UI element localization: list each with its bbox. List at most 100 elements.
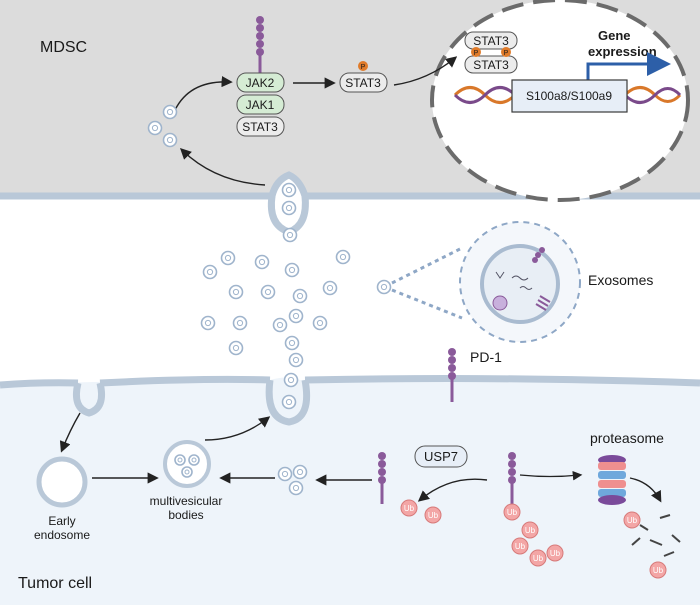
- multivesicular-label-2: bodies: [168, 508, 203, 522]
- gene-expression-label-1: Gene: [598, 28, 631, 43]
- svg-text:Ub: Ub: [627, 516, 638, 525]
- mvb-intraluminal-vesicle: [181, 466, 193, 478]
- tumor-membrane: [0, 375, 700, 389]
- stat3-box: [236, 116, 285, 137]
- multivesicular-label-1: multivesicular: [150, 494, 223, 508]
- dna-helix: [453, 86, 682, 104]
- mvb-intraluminal-vesicle: [174, 454, 186, 466]
- exosome-vesicle: [312, 315, 328, 331]
- exosome-surface-receptor: [532, 247, 545, 263]
- early-endosome: [36, 456, 88, 508]
- exosome-vesicle: [220, 250, 236, 266]
- arrow-vesicles-to-receptor: [174, 75, 233, 111]
- tumor-cell-label: Tumor cell: [18, 575, 92, 592]
- exosome-tetraspanin: [535, 295, 551, 311]
- exosome-vesicle: [202, 264, 218, 280]
- exosome-protein-icon: [492, 295, 508, 311]
- proteasome: [598, 455, 626, 505]
- exosome-vesicle: [162, 104, 178, 120]
- exosome-vesicle: [284, 262, 300, 278]
- exosome-vesicle: [335, 249, 351, 265]
- stat3-dimer-top: [464, 31, 518, 50]
- s100-gene-label: S100a8/S100a9: [526, 89, 612, 103]
- tumor-cell: [0, 377, 700, 605]
- exosome-vesicle: [288, 480, 304, 496]
- phospho-dot-right: [501, 47, 511, 57]
- pstat3-phospho-label: P: [361, 64, 366, 71]
- mdsc-label: MDSC: [40, 39, 87, 56]
- svg-text:Ub: Ub: [533, 554, 544, 563]
- svg-text:Ub: Ub: [428, 511, 439, 520]
- exosomes-label: Exosomes: [588, 272, 653, 288]
- stat3-dimer-bottom-label: STAT3: [473, 58, 509, 72]
- mvb-intraluminal-vesicle: [188, 454, 200, 466]
- exosome-vesicle: [228, 284, 244, 300]
- arrow-mvb-to-membrane: [204, 416, 271, 441]
- exocytosis-pit: [265, 379, 311, 426]
- exosome-vesicle: [200, 315, 216, 331]
- zoom-line-bottom: [391, 288, 463, 320]
- exosome-vesicle: [322, 280, 338, 296]
- exosome-vesicle: [147, 120, 163, 136]
- jak1-box: [236, 94, 285, 115]
- usp7-box: [414, 445, 468, 468]
- early-endosome-label-1: Early: [48, 514, 75, 528]
- usp7-label: USP7: [424, 449, 458, 464]
- gene-expression-label-2: expression: [588, 44, 657, 59]
- stat3-dimer-bottom: [464, 55, 518, 74]
- ubiquitin-chain: Ub: [511, 537, 529, 555]
- ubiquitin-chain: Ub: [503, 503, 521, 521]
- endocytosis-pit: [72, 382, 106, 417]
- ubiquitin-degraded: Ub: [623, 511, 641, 529]
- exosome-vesicle: [232, 315, 248, 331]
- ubiquitin-chain: Ub: [529, 549, 547, 567]
- svg-text:Ub: Ub: [550, 549, 561, 558]
- ubiquitin-released: Ub: [400, 499, 418, 517]
- phospho-dot-left: [471, 47, 481, 57]
- multivesicular-body: [163, 440, 211, 488]
- ubiquitin-chain: Ub: [521, 521, 539, 539]
- exosome-vesicle: [228, 340, 244, 356]
- exosome-vesicle: [254, 254, 270, 270]
- jak2-label: JAK2: [246, 76, 275, 90]
- svg-text:Ub: Ub: [525, 526, 536, 535]
- exosome-vesicle: [292, 464, 308, 480]
- arrow-proteasome-degradation: [629, 477, 662, 503]
- phospho-left-label: P: [474, 50, 479, 57]
- stat3-label: STAT3: [242, 120, 278, 134]
- exosome-vesicle: [376, 279, 392, 295]
- exosome-vesicle: [292, 288, 308, 304]
- exosome-vesicle: [283, 372, 299, 388]
- arrow-membrane-to-vesicles: [179, 148, 266, 186]
- arrow-to-proteasome: [519, 470, 583, 481]
- arrow-to-usp7-branch: [417, 478, 488, 502]
- exosome-vesicle: [282, 227, 298, 243]
- svg-text:Ub: Ub: [653, 566, 664, 575]
- exosome-vesicle: [272, 317, 288, 333]
- svg-text:Ub: Ub: [404, 504, 415, 513]
- exosome-vesicle: [288, 352, 304, 368]
- pstat3-box: [339, 72, 388, 93]
- early-endosome-label-2: endosome: [34, 528, 90, 542]
- zoom-line-top: [391, 246, 463, 285]
- jak1-label: JAK1: [246, 98, 275, 112]
- phospho-right-label: P: [504, 50, 509, 57]
- pstat3-phospho: [358, 61, 368, 71]
- pd1-label: PD-1: [470, 349, 502, 365]
- exosome-vesicle: [281, 182, 297, 198]
- mdsc-receptor: [256, 16, 264, 73]
- exosome-cargo: [495, 271, 533, 290]
- degradation-fragments: [631, 514, 681, 557]
- ubiquitin-released: Ub: [424, 506, 442, 524]
- ubiquitin-chain: Ub: [546, 544, 564, 562]
- exosome-vesicle: [277, 466, 293, 482]
- pd1-receptor: [448, 348, 456, 402]
- exosome-vesicle: [284, 335, 300, 351]
- arrow-stat3-to-nucleus: [393, 56, 458, 86]
- exosome-vesicle: [281, 200, 297, 216]
- s100-gene-box: [511, 79, 628, 113]
- exosome-detail: [480, 244, 560, 324]
- arrow-pit-to-endosome: [59, 412, 81, 453]
